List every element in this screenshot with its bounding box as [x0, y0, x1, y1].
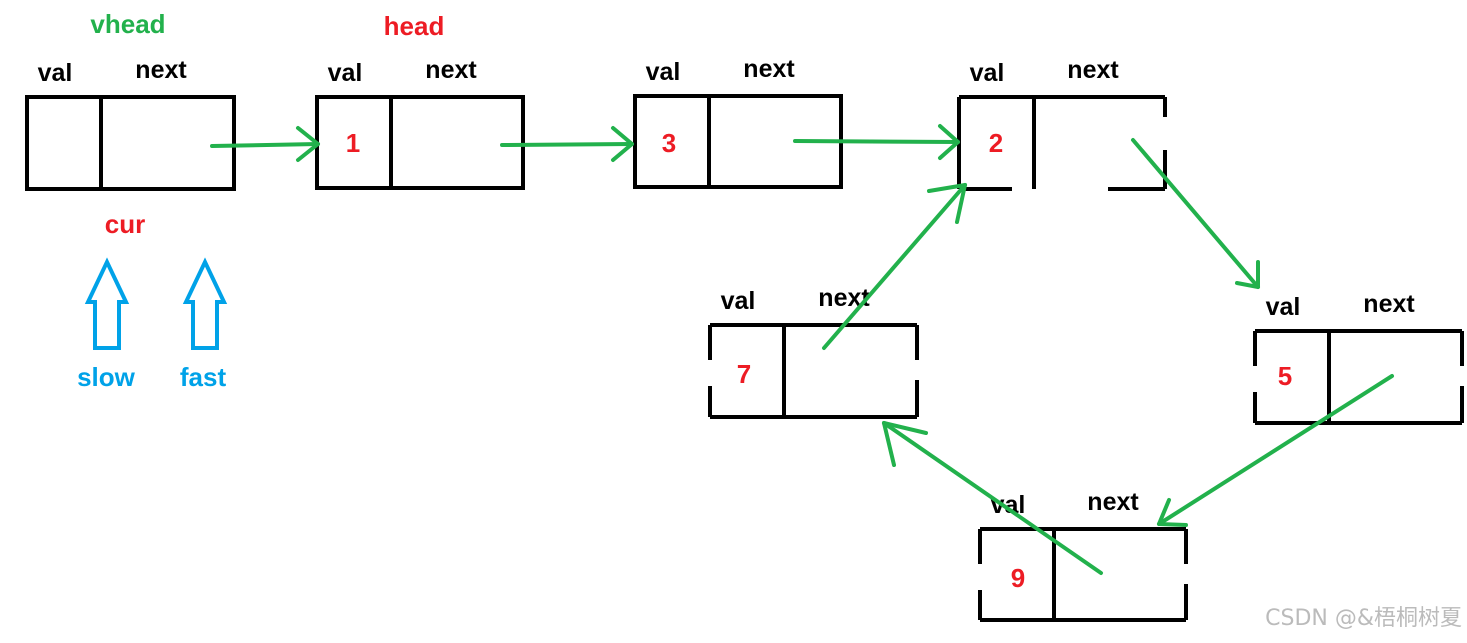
slow-pointer-arrow: [84, 257, 130, 350]
arrow-vhead-to-1: [210, 126, 320, 162]
next-label: next: [743, 55, 795, 83]
arrow-1-to-3: [500, 126, 634, 162]
fast-pointer-arrow: [182, 257, 228, 350]
next-label: next: [1363, 290, 1415, 318]
arrow-2-to-5: [1131, 138, 1260, 289]
val-label: val: [38, 59, 73, 87]
val-label: val: [328, 59, 363, 87]
slow-label: slow: [77, 362, 136, 392]
val-label: val: [721, 287, 756, 315]
node-5: val next 5: [1253, 290, 1464, 425]
val-label: val: [1266, 293, 1301, 321]
node-value: 9: [1011, 563, 1025, 593]
node-7: val next 7: [708, 284, 919, 419]
node-vhead: val next: [25, 56, 236, 191]
next-label: next: [135, 56, 187, 84]
next-label: next: [1087, 488, 1139, 516]
arrow-5-to-9: [1157, 374, 1394, 527]
arrow-3-to-2: [793, 124, 960, 160]
fast-label: fast: [180, 362, 227, 392]
arrow-9-to-7: [882, 421, 1103, 575]
next-label: next: [425, 56, 477, 84]
node-value: 1: [346, 128, 360, 158]
arrow-7-to-2: [822, 183, 967, 350]
next-label: next: [818, 284, 870, 312]
vhead-label: vhead: [90, 9, 165, 39]
node-3: val next 3: [633, 55, 843, 189]
node-1: val next 1: [315, 56, 525, 190]
val-label: val: [646, 58, 681, 86]
next-label: next: [1067, 56, 1119, 84]
node-2: val next 2: [957, 56, 1167, 191]
watermark-text: CSDN @&梧桐树夏: [1265, 606, 1462, 631]
node-value: 7: [737, 359, 751, 389]
node-9: val next 9: [978, 488, 1188, 622]
node-value: 2: [989, 128, 1003, 158]
val-label: val: [970, 59, 1005, 87]
head-label: head: [384, 11, 445, 41]
cur-label: cur: [105, 209, 145, 239]
node-value: 5: [1278, 361, 1292, 391]
node-value: 3: [662, 128, 676, 158]
